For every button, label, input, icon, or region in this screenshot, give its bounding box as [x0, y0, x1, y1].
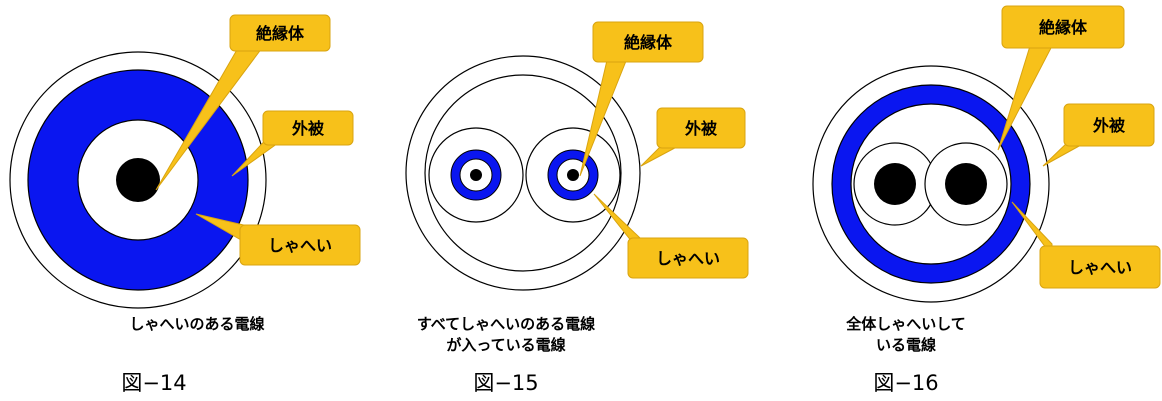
callout-label: しゃへい — [1068, 258, 1132, 277]
conductor-dot — [470, 169, 482, 181]
callout-insulator: 絶縁体 — [997, 5, 1125, 151]
figure-caption-line-1: 全体しゃへいして — [845, 315, 966, 333]
callout-sheath: 外被 — [640, 107, 746, 167]
callout-label: しゃへい — [656, 249, 720, 268]
conductor-dot — [567, 169, 579, 181]
wire-left — [853, 142, 937, 226]
callout-label: 絶縁体 — [256, 24, 305, 43]
callout-label: 外被 — [684, 119, 718, 138]
callout-sheath: 外被 — [231, 110, 354, 177]
figure-caption-line-1: しゃへいのある電線 — [129, 315, 264, 333]
figure-number: 図−14 — [121, 371, 186, 395]
callout-label: しゃへい — [268, 236, 332, 255]
callout-insulator: 絶縁体 — [579, 21, 704, 177]
conductor-dot — [116, 158, 160, 202]
callout-label: 外被 — [1092, 116, 1126, 135]
callout-shield: しゃへい — [195, 213, 361, 266]
figure-caption-line-2: いる電線 — [876, 336, 936, 354]
callout-label: 絶縁体 — [624, 33, 673, 52]
wire-right — [924, 142, 1008, 226]
figure-number: 図−15 — [473, 371, 538, 395]
conductor-dot — [945, 163, 987, 205]
figure-15: 絶縁体 外被 しゃへい すべてしゃへいのある電線 が入っている電線 図−15 — [405, 21, 749, 395]
callout-shield: しゃへい — [1011, 201, 1161, 289]
conductor-dot — [874, 163, 916, 205]
callout-sheath: 外被 — [1042, 103, 1155, 167]
shielded-wire-left — [428, 127, 524, 223]
figure-caption-line-1: すべてしゃへいのある電線 — [417, 315, 595, 333]
figure-caption-line-2: が入っている電線 — [446, 336, 565, 354]
figure-number: 図−16 — [873, 371, 938, 395]
callout-label: 絶縁体 — [1039, 18, 1088, 37]
figure-14: 絶縁体 外被 しゃへい しゃへいのある電線 図−14 — [9, 14, 361, 395]
callout-label: 外被 — [291, 119, 325, 138]
figure-16: 絶縁体 外被 しゃへい 全体しゃへいして いる電線 図−16 — [812, 5, 1161, 395]
callout-shield: しゃへい — [593, 193, 749, 279]
callout-insulator: 絶縁体 — [155, 14, 331, 191]
